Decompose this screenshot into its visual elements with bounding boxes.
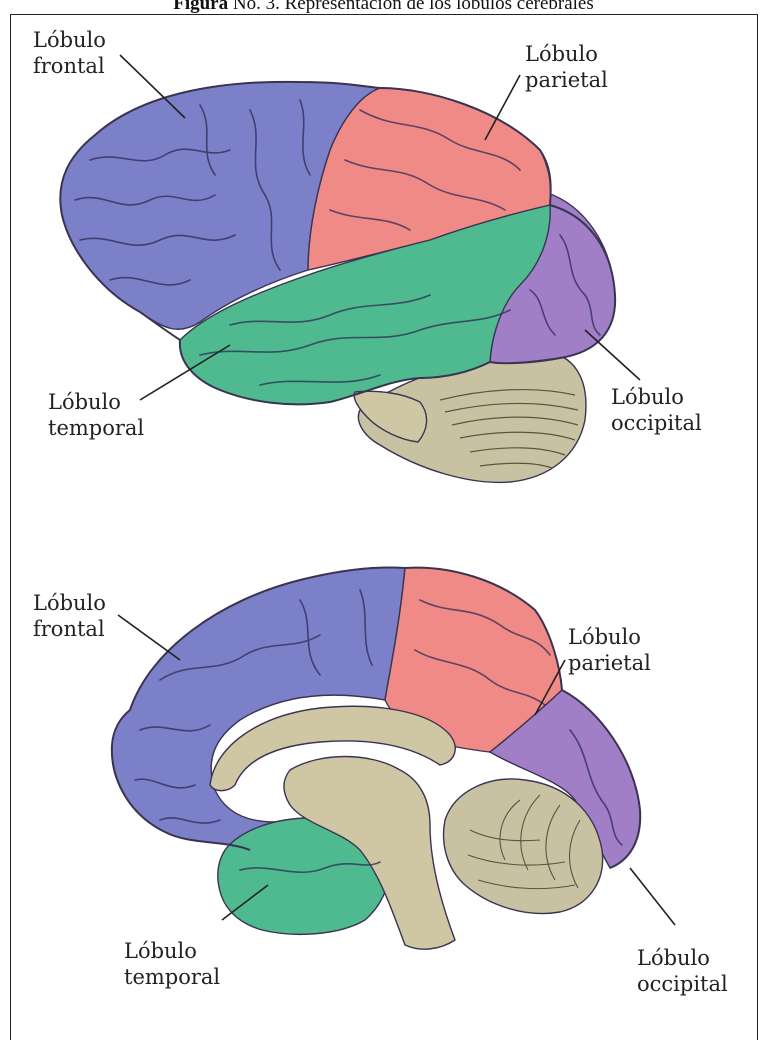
label-word: Lóbulo [124,938,220,964]
label-word: Lóbulo [48,389,144,415]
label-lobe-name: frontal [33,616,106,642]
label-word: Lóbulo [637,945,728,971]
label-word: Lóbulo [33,27,106,53]
leader-line-medial-occipital [630,868,675,925]
label-lateral-frontal: Lóbulo frontal [33,27,106,79]
label-lobe-name: occipital [611,410,702,436]
label-word: Lóbulo [525,41,608,67]
label-medial-frontal: Lóbulo frontal [33,590,106,642]
label-medial-temporal: Lóbulo temporal [124,938,220,990]
leader-line-medial-frontal [118,615,180,660]
label-lobe-name: occipital [637,971,728,997]
label-lobe-name: frontal [33,53,106,79]
label-lateral-occipital: Lóbulo occipital [611,384,702,436]
label-word: Lóbulo [33,590,106,616]
label-lateral-temporal: Lóbulo temporal [48,389,144,441]
label-lateral-parietal: Lóbulo parietal [525,41,608,93]
label-medial-occipital: Lóbulo occipital [637,945,728,997]
label-medial-parietal: Lóbulo parietal [568,624,651,676]
medial-brain-view [112,568,640,950]
label-lobe-name: parietal [568,650,651,676]
label-word: Lóbulo [568,624,651,650]
label-lobe-name: temporal [48,415,144,441]
leader-line-lateral-occipital [585,330,640,380]
label-lobe-name: parietal [525,67,608,93]
label-word: Lóbulo [611,384,702,410]
label-lobe-name: temporal [124,964,220,990]
